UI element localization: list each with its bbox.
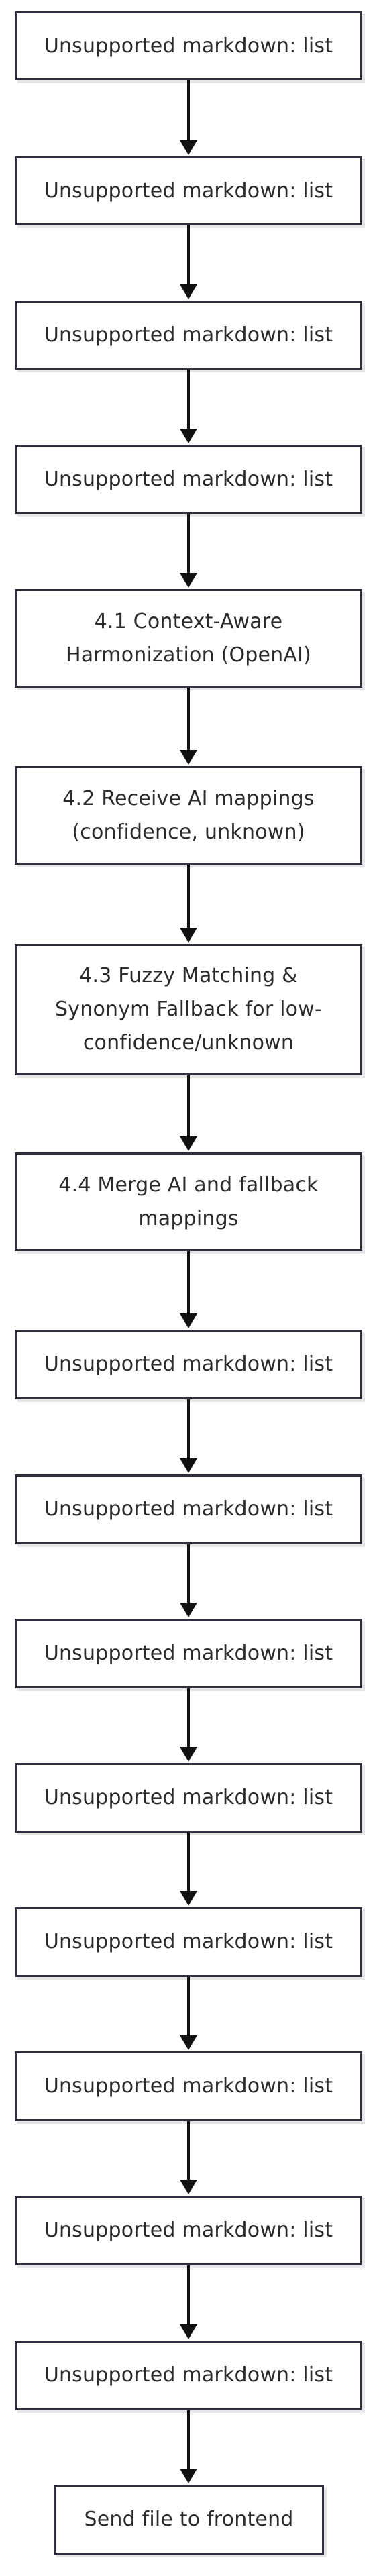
flow-node-label: Unsupported markdown: list bbox=[44, 2074, 333, 2098]
flow-node-label: Unsupported markdown: list bbox=[44, 178, 333, 203]
flow-node: Unsupported markdown: list bbox=[15, 301, 362, 370]
flow-arrow-head bbox=[180, 2469, 197, 2483]
flow-node: Unsupported markdown: list bbox=[15, 156, 362, 225]
flow-node: Unsupported markdown: list bbox=[15, 11, 362, 80]
flow-node-label: Unsupported markdown: list bbox=[44, 1786, 333, 1809]
flow-arrow-head bbox=[180, 750, 197, 765]
flow-node-label: Send file to frontend bbox=[84, 2508, 294, 2531]
flow-node: Unsupported markdown: list bbox=[15, 445, 362, 514]
flow-node-label: Unsupported markdown: list bbox=[44, 2218, 333, 2242]
flow-node: Unsupported markdown: list bbox=[15, 2051, 362, 2121]
flow-arrow-head bbox=[180, 2035, 197, 2050]
flow-node-label: 4.4 Merge AI and fallback mappings bbox=[58, 1173, 319, 1230]
flow-arrow-head bbox=[180, 1603, 197, 1617]
flow-arrow-head bbox=[180, 1313, 197, 1328]
flow-node-label: 4.3 Fuzzy Matching & Synonym Fallback fo… bbox=[55, 964, 322, 1055]
flow-arrow-head bbox=[180, 2324, 197, 2339]
flow-node: 4.4 Merge AI and fallback mappings bbox=[15, 1152, 362, 1251]
flow-node: 4.2 Receive AI mappings (confidence, unk… bbox=[15, 766, 362, 865]
flow-arrow-head bbox=[180, 429, 197, 443]
flow-node-label: Unsupported markdown: list bbox=[44, 1497, 333, 1521]
flow-node: Unsupported markdown: list bbox=[15, 2196, 362, 2265]
flow-node-label: Unsupported markdown: list bbox=[44, 2363, 333, 2387]
flow-node: Unsupported markdown: list bbox=[15, 2341, 362, 2410]
flow-arrow-head bbox=[180, 573, 197, 588]
flow-node: Unsupported markdown: list bbox=[15, 1763, 362, 1833]
flow-arrow-head bbox=[180, 1136, 197, 1151]
flow-node: Send file to frontend bbox=[54, 2485, 324, 2555]
flow-node-label: 4.1 Context-Aware Harmonization (OpenAI) bbox=[65, 609, 312, 667]
flow-node-label: 4.2 Receive AI mappings (confidence, unk… bbox=[62, 786, 315, 844]
flow-node: Unsupported markdown: list bbox=[15, 1907, 362, 1977]
flow-node: Unsupported markdown: list bbox=[15, 1330, 362, 1399]
flow-arrow-head bbox=[180, 928, 197, 943]
flow-node-label: Unsupported markdown: list bbox=[44, 1642, 333, 1665]
flow-node-label: Unsupported markdown: list bbox=[44, 323, 333, 347]
flow-node-label: Unsupported markdown: list bbox=[44, 1352, 333, 1376]
flow-node-label: Unsupported markdown: list bbox=[44, 34, 333, 58]
flow-node: 4.1 Context-Aware Harmonization (OpenAI) bbox=[15, 589, 362, 688]
flow-arrow-head bbox=[180, 2180, 197, 2194]
flow-node: Unsupported markdown: list bbox=[15, 1619, 362, 1688]
flow-node-label: Unsupported markdown: list bbox=[44, 1930, 333, 1953]
flow-arrow-head bbox=[180, 284, 197, 299]
flow-arrow-head bbox=[180, 140, 197, 155]
flow-arrow-head bbox=[180, 1891, 197, 1906]
flow-node: 4.3 Fuzzy Matching & Synonym Fallback fo… bbox=[15, 944, 362, 1075]
flow-arrow-head bbox=[180, 1458, 197, 1473]
flow-arrow-head bbox=[180, 1747, 197, 1762]
flow-node-label: Unsupported markdown: list bbox=[44, 467, 333, 491]
flow-node: Unsupported markdown: list bbox=[15, 1474, 362, 1544]
